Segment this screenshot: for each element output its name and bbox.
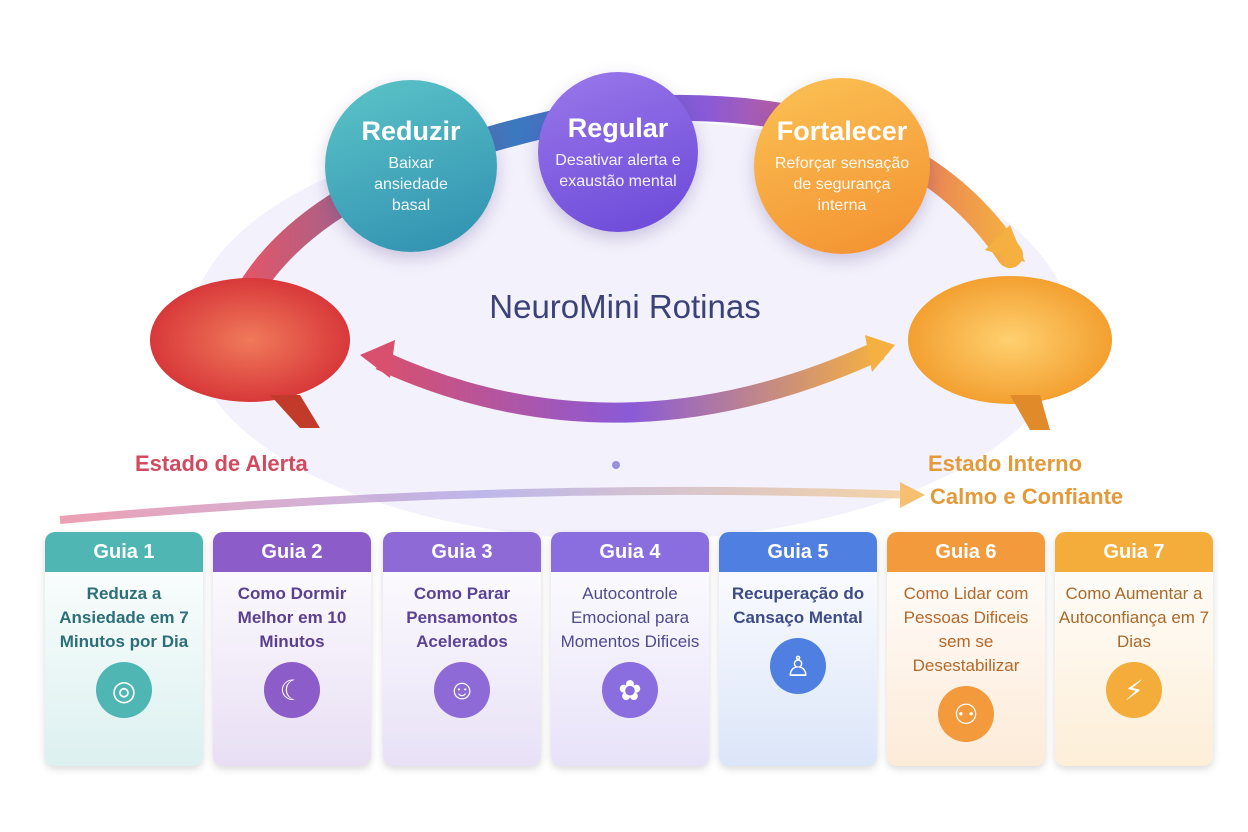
step-title: Regular bbox=[567, 112, 669, 143]
guide-text: Como Dormir Melhor em 10 Minutos bbox=[237, 584, 347, 651]
shield-icon: ⚡ bbox=[1106, 662, 1162, 718]
spiral-icon: ◎ bbox=[96, 662, 152, 718]
calm-brain-icon bbox=[908, 276, 1112, 430]
guide-text: Autocontrole Emocional para Momentos Dif… bbox=[560, 584, 700, 651]
guide-text: Recuperação do Cansaço Mental bbox=[731, 584, 865, 627]
guide-label: Guia 6 bbox=[887, 532, 1045, 572]
top-arc-arrowhead bbox=[985, 225, 1025, 262]
guide-label: Guia 7 bbox=[1055, 532, 1213, 572]
guide-label: Guia 5 bbox=[719, 532, 877, 572]
guide-text: Reduza a Ansiedade em 7 Minutos por Dia bbox=[59, 584, 189, 651]
guide-text: Como Aumentar a Autoconfiança em 7 Dias bbox=[1058, 584, 1210, 651]
guide-label: Guia 1 bbox=[45, 532, 203, 572]
middle-arrowhead-right bbox=[865, 335, 895, 372]
guide-label: Guia 3 bbox=[383, 532, 541, 572]
guide-card[interactable]: Guia 4 Autocontrole Emocional para Momen… bbox=[551, 532, 709, 766]
guide-card[interactable]: Guia 5 Recuperação do Cansaço Mental ♙ bbox=[719, 532, 877, 766]
guide-card[interactable]: Guia 7 Como Aumentar a Autoconfiança em … bbox=[1055, 532, 1213, 766]
step-subtitle: Baixar ansiedade basal bbox=[374, 155, 448, 214]
brain-icon: ✿ bbox=[602, 662, 658, 718]
guide-label: Guia 2 bbox=[213, 532, 371, 572]
guide-text: Como Lidar com Pessoas Dificeis sem se D… bbox=[903, 584, 1029, 675]
progress-arrow bbox=[59, 486, 911, 524]
page-title: NeuroMini Rotinas bbox=[489, 288, 761, 325]
middle-arrowhead-left bbox=[360, 340, 395, 378]
guide-text: Como Parar Pensamontos Acelerados bbox=[406, 584, 518, 651]
step-subtitle: Reforçar sensação de segurança interna bbox=[774, 155, 910, 214]
people-icon: ⚇ bbox=[938, 686, 994, 742]
state-alert-label: Estado de Alerta bbox=[135, 451, 308, 476]
guide-label: Guia 4 bbox=[551, 532, 709, 572]
middle-arrow bbox=[375, 340, 885, 423]
guide-card[interactable]: Guia 6 Como Lidar com Pessoas Dificeis s… bbox=[887, 532, 1045, 766]
guide-card[interactable]: Guia 1 Reduza a Ansiedade em 7 Minutos p… bbox=[45, 532, 203, 766]
state-calm-label-2: Calmo e Confiante bbox=[930, 484, 1124, 509]
guide-card[interactable]: Guia 2 Como Dormir Melhor em 10 Minutos … bbox=[213, 532, 371, 766]
meditation-icon: ♙ bbox=[770, 638, 826, 694]
moon-icon: ☾ bbox=[264, 662, 320, 718]
step-subtitle: Desativar alerta e exaustão mental bbox=[555, 151, 681, 190]
state-line-dot bbox=[612, 461, 620, 469]
step-title: Fortalecer bbox=[776, 116, 908, 146]
progress-arrowhead bbox=[900, 482, 925, 508]
head-icon: ☺ bbox=[434, 662, 490, 718]
alert-brain-icon bbox=[150, 278, 350, 428]
state-calm-label-1: Estado Interno bbox=[928, 451, 1083, 476]
step-title: Reduzir bbox=[361, 116, 461, 146]
guide-card[interactable]: Guia 3 Como Parar Pensamontos Acelerados… bbox=[383, 532, 541, 766]
